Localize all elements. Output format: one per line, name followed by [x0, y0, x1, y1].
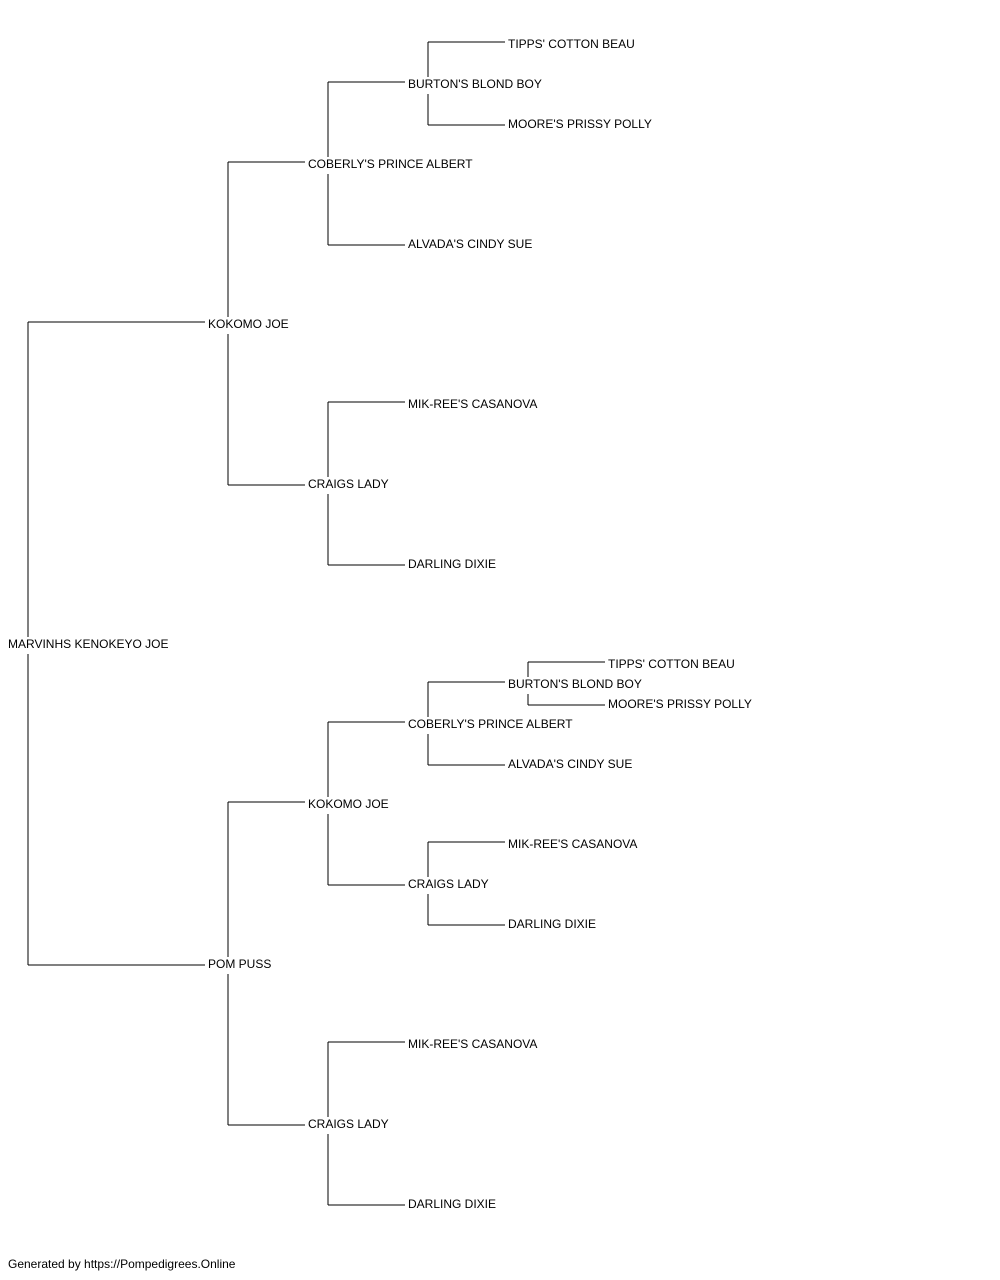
sire-dam-name: CRAIGS LADY — [308, 477, 389, 491]
sire-sire-sire-name: BURTON'S BLOND BOY — [408, 77, 542, 91]
sire-sire-sire-dam-name: MOORE'S PRISSY POLLY — [508, 117, 652, 131]
dam-sire-dam-name: CRAIGS LADY — [408, 877, 489, 891]
dam-name: POM PUSS — [208, 957, 271, 971]
sire-sire-dam-name: ALVADA'S CINDY SUE — [408, 237, 532, 251]
dam-sire-name: KOKOMO JOE — [308, 797, 389, 811]
dam-sire-sire-sire-dam-name: MOORE'S PRISSY POLLY — [608, 697, 752, 711]
dam-sire-sire-name: COBERLY'S PRINCE ALBERT — [408, 717, 573, 731]
generated-by-footer: Generated by https://Pompedigrees.Online — [8, 1257, 236, 1271]
dam-sire-dam-sire-name: MIK-REE'S CASANOVA — [508, 837, 637, 851]
sire-dam-dam-name: DARLING DIXIE — [408, 557, 496, 571]
dam-sire-sire-sire-sire-name: TIPPS' COTTON BEAU — [608, 657, 735, 671]
dam-dam-sire-name: MIK-REE'S CASANOVA — [408, 1037, 537, 1051]
dam-dam-dam-name: DARLING DIXIE — [408, 1197, 496, 1211]
connector-lines — [27, 41, 605, 1206]
dam-sire-sire-sire-name: BURTON'S BLOND BOY — [508, 677, 642, 691]
subject-name: MARVINHS KENOKEYO JOE — [8, 637, 168, 651]
sire-sire-name: COBERLY'S PRINCE ALBERT — [308, 157, 473, 171]
sire-dam-sire-name: MIK-REE'S CASANOVA — [408, 397, 537, 411]
dam-sire-sire-dam-name: ALVADA'S CINDY SUE — [508, 757, 632, 771]
node-labels: MARVINHS KENOKEYO JOE KOKOMO JOE COBERLY… — [8, 37, 752, 1211]
sire-name: KOKOMO JOE — [208, 317, 289, 331]
dam-sire-dam-dam-name: DARLING DIXIE — [508, 917, 596, 931]
sire-sire-sire-sire-name: TIPPS' COTTON BEAU — [508, 37, 635, 51]
dam-dam-name: CRAIGS LADY — [308, 1117, 389, 1131]
